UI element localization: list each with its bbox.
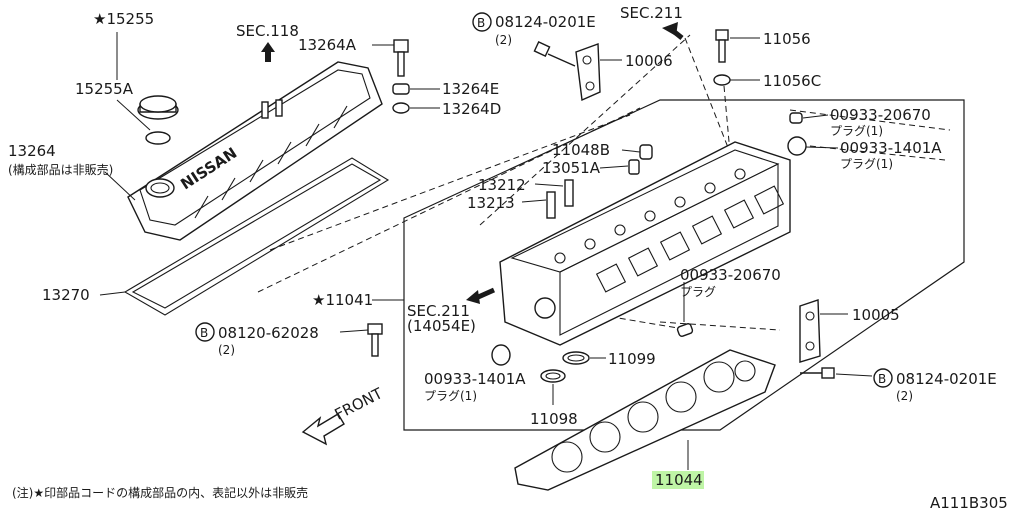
plug-00933-1401a-top[interactable] (787, 136, 807, 156)
label-plug-mid: プラグ (680, 285, 716, 299)
label-00933-1401a-bottom[interactable]: 00933-1401A (424, 370, 526, 388)
rocker-cover[interactable]: NISSAN (127, 61, 383, 241)
label-plug-bottom: プラグ(1) (424, 389, 477, 403)
label-sec118[interactable]: SEC.118 (236, 22, 299, 40)
label-10005[interactable]: 10005 (852, 306, 900, 324)
rocker-cover-gasket[interactable] (123, 157, 390, 316)
bolt-mark-icon (472, 12, 492, 32)
plug-00933-1401a-bottom[interactable] (491, 344, 511, 366)
label-13264e[interactable]: 13264E (442, 80, 499, 98)
bolt-13264a[interactable] (393, 39, 409, 77)
label-13051a[interactable]: 13051A (542, 159, 601, 177)
label-13270[interactable]: 13270 (42, 286, 90, 304)
bolt-08124-top[interactable] (533, 41, 576, 67)
label-08124-bottom-qty: (2) (896, 389, 913, 403)
valve-seal-11048b[interactable] (639, 144, 653, 160)
bolt-mark-icon (873, 368, 893, 388)
label-13264-note: (構成部品は非販売) (8, 162, 113, 177)
label-11044[interactable]: 11044 (655, 471, 703, 489)
bolt-mark-text: B (477, 16, 485, 30)
label-00933-20670-top[interactable]: 00933-20670 (830, 106, 931, 124)
label-11056c[interactable]: 11056C (763, 72, 821, 90)
diagram-id: A111B305 (930, 494, 1008, 512)
label-15255[interactable]: ★15255 (93, 10, 154, 28)
cylinder-head[interactable] (499, 141, 791, 346)
plug-00933-20670-top[interactable] (789, 112, 803, 124)
label-sec211-mid[interactable]: SEC.211 (407, 302, 470, 320)
bolt-08124-bottom[interactable] (800, 367, 835, 379)
label-plug-top2: プラグ(1) (840, 157, 893, 171)
bolt-mark-text: B (200, 326, 208, 340)
leader-lines (99, 32, 873, 470)
label-11048b[interactable]: 11048B (552, 141, 610, 159)
label-13264d[interactable]: 13264D (442, 100, 501, 118)
seal-11099[interactable] (562, 351, 590, 365)
plug-00933-20670-mid[interactable] (676, 323, 694, 337)
front-arrow-icon (301, 413, 345, 446)
sec211-top-arrow-icon (662, 22, 684, 40)
sec118-arrow-icon (261, 42, 275, 62)
label-00933-20670-mid[interactable]: 00933-20670 (680, 266, 781, 284)
label-front: FRONT (332, 384, 387, 424)
label-13264a[interactable]: 13264A (298, 36, 357, 54)
bracket-10006[interactable] (575, 43, 601, 102)
bolt-08120-62028[interactable] (367, 323, 383, 357)
bolt-11056[interactable] (715, 29, 729, 63)
label-11099[interactable]: 11099 (608, 350, 656, 368)
label-14054e[interactable]: (14054E) (407, 317, 476, 335)
label-13213[interactable]: 13213 (467, 194, 515, 212)
valve-guide-13212[interactable] (564, 179, 574, 207)
head-assembly-frame (403, 99, 965, 431)
label-11041[interactable]: ★11041 (312, 291, 373, 309)
washer-13264e[interactable] (392, 83, 410, 95)
breather-pin (261, 101, 269, 119)
label-11056[interactable]: 11056 (763, 30, 811, 48)
bracket-10005[interactable] (799, 299, 821, 363)
label-10006[interactable]: 10006 (625, 52, 673, 70)
label-13212[interactable]: 13212 (478, 176, 526, 194)
part-highlight (652, 471, 704, 489)
washer-13264d[interactable] (392, 102, 410, 114)
head-gasket[interactable] (514, 349, 776, 491)
label-15255a[interactable]: 15255A (75, 80, 134, 98)
label-11098[interactable]: 11098 (530, 410, 578, 428)
bolt-mark-icon (195, 322, 215, 342)
oil-filler-cap[interactable] (137, 95, 179, 145)
label-08120-62028[interactable]: 08120-62028 (218, 324, 319, 342)
breather-pin (275, 99, 283, 117)
label-00933-1401a-top[interactable]: 00933-1401A (840, 139, 942, 157)
label-plug-top: プラグ(1) (830, 124, 883, 138)
label-08120-qty: (2) (218, 343, 235, 357)
spring-seat-13051a[interactable] (628, 159, 640, 175)
valve-seat-11098[interactable] (540, 369, 566, 383)
sec211-mid-arrow-icon (466, 287, 496, 304)
washer-11056c[interactable] (713, 74, 731, 86)
label-13264[interactable]: 13264 (8, 142, 56, 160)
valve-guide-13213[interactable] (546, 191, 556, 219)
label-sec211-top[interactable]: SEC.211 (620, 4, 683, 22)
label-08124-bottom[interactable]: 08124-0201E (896, 370, 997, 388)
label-08124-top[interactable]: 08124-0201E (495, 13, 596, 31)
bolt-mark-text: B (878, 372, 886, 386)
footnote: (注)★印部品コードの構成部品の内、表記以外は非販売 (12, 485, 308, 500)
label-08124-top-qty: (2) (495, 33, 512, 47)
